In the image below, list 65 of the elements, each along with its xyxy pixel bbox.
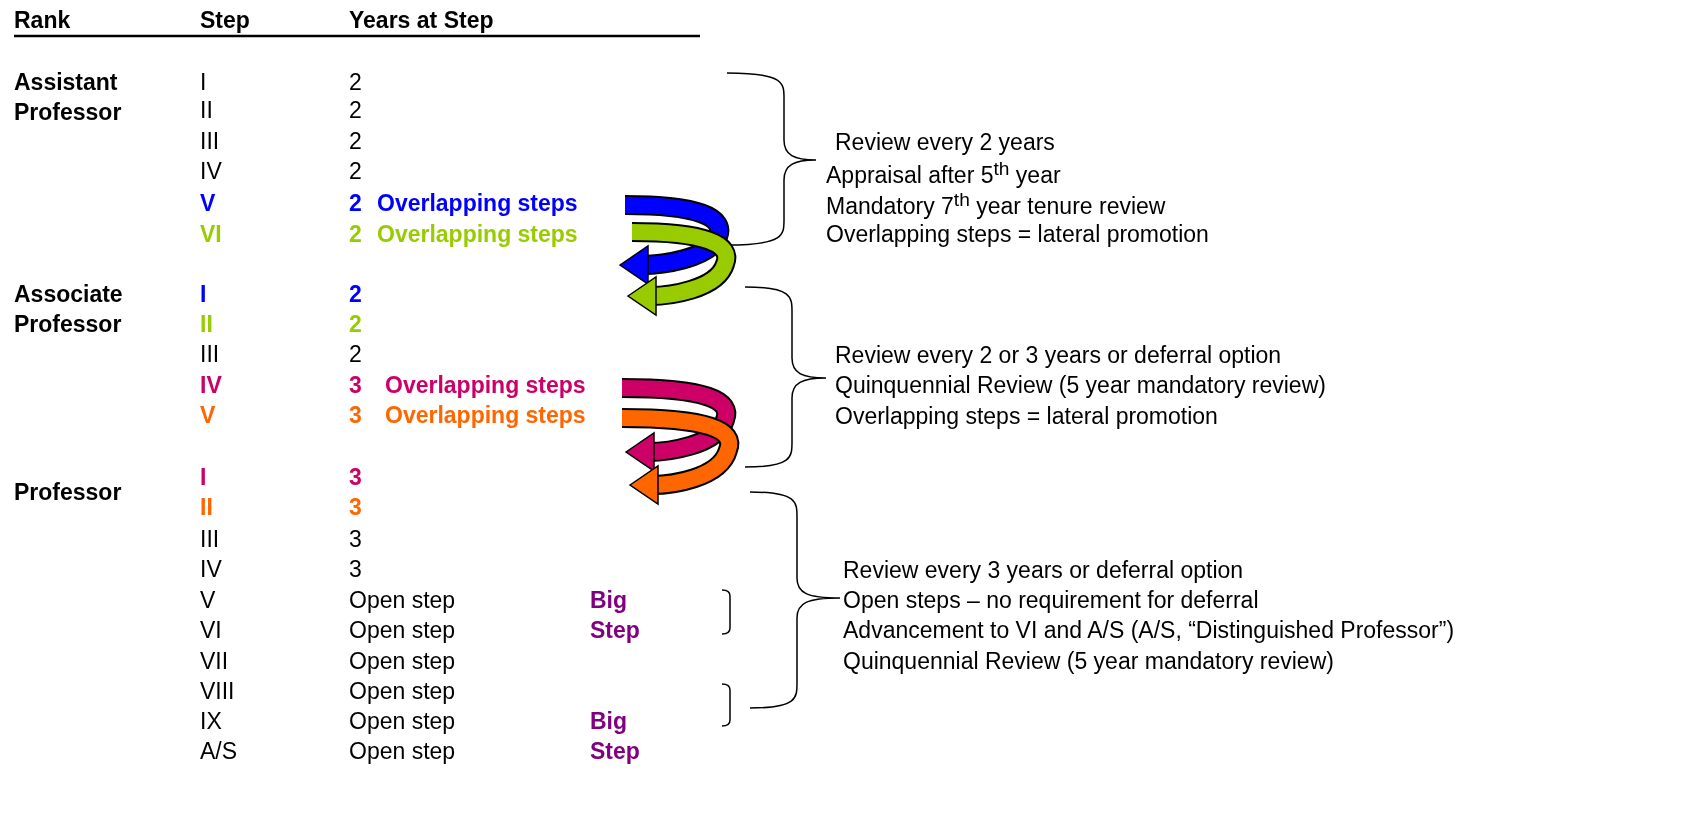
years-value: 2 [349, 127, 362, 156]
years-value: 3 [349, 371, 362, 400]
review-note: Quinquennial Review (5 year mandatory review) [835, 371, 1326, 400]
years-value: Open step [349, 586, 456, 615]
step-numeral: II [200, 493, 213, 522]
review-note: Review every 2 years [835, 128, 1055, 157]
step-numeral: II [200, 310, 213, 339]
review-note: Open steps – no requirement for deferral [843, 586, 1259, 615]
years-value: 2 [349, 310, 362, 339]
step-numeral: IV [200, 555, 222, 584]
column-header: Years at Step [349, 6, 494, 35]
step-numeral: VI [200, 220, 222, 249]
column-header: Step [200, 6, 250, 35]
review-note: Mandatory 7$^{th}$ year tenure review [826, 188, 1166, 222]
overlap-note: Overlapping steps [385, 401, 586, 430]
step-numeral: II [200, 96, 213, 125]
years-value: 3 [349, 401, 362, 430]
years-value: Open step [349, 677, 456, 706]
overlap-note: Overlapping steps [385, 371, 586, 400]
years-value: 3 [349, 555, 362, 584]
years-value: 2 [349, 68, 362, 97]
years-value: 3 [349, 463, 362, 492]
review-note: Review every 2 or 3 years or deferral option [835, 341, 1282, 370]
review-note: Review every 3 years or deferral option [843, 556, 1244, 585]
review-note: Appraisal after 5$^{th}$ year [826, 156, 1061, 191]
step-numeral: VI [200, 616, 222, 645]
column-header: Rank [14, 6, 71, 35]
step-numeral: I [200, 68, 207, 97]
step-numeral: A/S [200, 737, 238, 766]
years-value: Open step [349, 737, 456, 766]
step-numeral: IV [200, 371, 222, 400]
review-note: Overlapping steps = lateral promotion [835, 402, 1218, 431]
years-value: 2 [349, 157, 362, 186]
step-numeral: III [200, 127, 220, 156]
step-numeral: V [200, 189, 216, 218]
review-note: Overlapping steps = lateral promotion [826, 220, 1209, 249]
step-numeral: IV [200, 157, 222, 186]
step-numeral: III [200, 340, 220, 369]
overlap-note: Overlapping steps [377, 189, 578, 218]
years-value: Open step [349, 647, 456, 676]
step-numeral: I [200, 463, 207, 492]
review-note: Advancement to VI and A/S (A/S, “Distinguished Professor”) [843, 616, 1455, 645]
step-numeral: V [200, 586, 216, 615]
step-numeral: VII [200, 647, 229, 676]
review-note: Quinquennial Review (5 year mandatory review) [843, 647, 1334, 676]
years-value: 2 [349, 220, 362, 249]
years-value: Open step [349, 707, 456, 736]
years-value: 2 [349, 340, 362, 369]
rank-label: Professor [14, 478, 123, 507]
rank-label: Assistant Professor [14, 68, 123, 127]
step-numeral: I [200, 280, 207, 309]
years-value: 3 [349, 493, 362, 522]
years-value: 3 [349, 525, 362, 554]
years-value: 2 [349, 280, 362, 309]
big-step-note: Big Step [590, 707, 641, 766]
overlap-note: Overlapping steps [377, 220, 578, 249]
step-numeral: IX [200, 707, 222, 736]
step-numeral: VIII [200, 677, 235, 706]
years-value: Open step [349, 616, 456, 645]
big-step-note: Big Step [590, 586, 641, 645]
step-numeral: III [200, 525, 220, 554]
step-numeral: V [200, 401, 216, 430]
years-value: 2 [349, 189, 362, 218]
years-value: 2 [349, 96, 362, 125]
rank-label: Associate Professor [14, 280, 124, 339]
